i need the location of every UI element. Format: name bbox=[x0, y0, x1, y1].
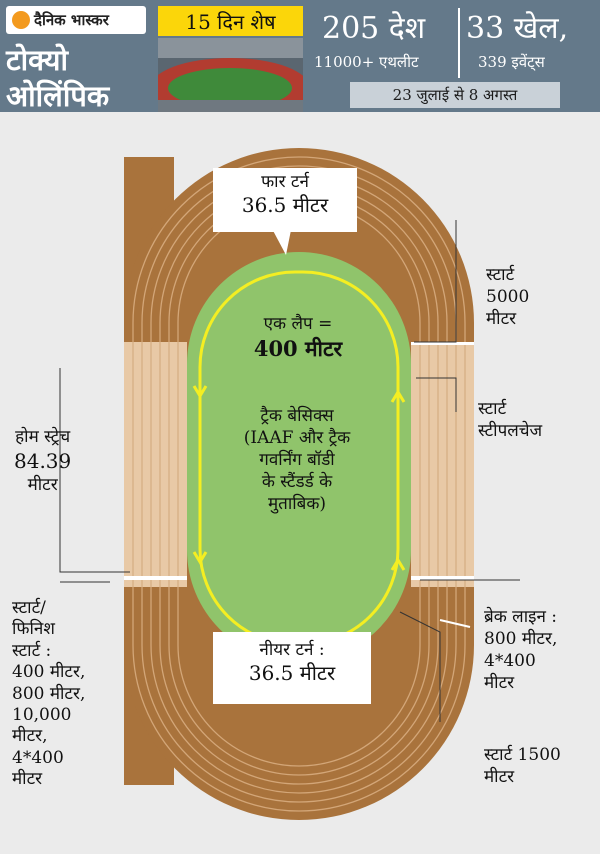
break-line-label: ब्रेक लाइन : 800 मीटर, 4*400 मीटर bbox=[484, 606, 557, 694]
basics-line: (IAAF और ट्रैक bbox=[243, 428, 351, 449]
label-line: स्टार्ट bbox=[486, 265, 515, 285]
start-5000-label: स्टार्ट 5000 मीटर bbox=[486, 264, 529, 330]
label-line: स्टार्ट bbox=[478, 399, 507, 419]
header-divider bbox=[458, 8, 460, 78]
logo-text: दैनिक भास्कर bbox=[34, 11, 109, 29]
track-diagram bbox=[59, 148, 520, 820]
track-basics-text: ट्रैक बेसिक्स (IAAF और ट्रैक गवर्निंग बॉ… bbox=[207, 405, 387, 515]
label-line: मीटर bbox=[484, 767, 515, 788]
back-straight bbox=[411, 342, 474, 587]
athletes-count: 11000+ एथलीट bbox=[314, 53, 419, 71]
sports-count: 33 खेल, bbox=[466, 11, 569, 46]
basics-line: गवर्निंग बॉडी bbox=[259, 450, 335, 471]
home-stretch-label: होम स्ट्रेच 84.39 मीटर bbox=[14, 426, 71, 496]
straight-lane-lines bbox=[132, 342, 466, 587]
far-turn-box: फार टर्न 36.5 मीटर bbox=[213, 168, 357, 232]
label-line: फिनिश bbox=[12, 619, 55, 640]
title-line1: टोक्यो bbox=[6, 43, 68, 77]
label-line: 400 मीटर, bbox=[12, 662, 86, 683]
near-turn-label: नीयर टर्न : bbox=[259, 640, 325, 660]
near-turn-value: 36.5 मीटर bbox=[248, 661, 336, 686]
title-line2: ओलिंपिक bbox=[6, 79, 110, 113]
label-line: 84.39 bbox=[14, 449, 72, 474]
start-finish-label: स्टार्ट/ फिनिश स्टार्ट : 400 मीटर, 800 म… bbox=[12, 598, 85, 791]
countries-count: 205 देश bbox=[322, 11, 426, 46]
brand-logo: दैनिक भास्कर bbox=[6, 6, 146, 34]
label-line: मीटर bbox=[486, 309, 517, 330]
home-straight bbox=[124, 342, 187, 587]
basics-line: मुताबिक) bbox=[267, 494, 327, 515]
label-line: स्टार्ट 1500 bbox=[484, 745, 561, 765]
start-markers bbox=[124, 342, 474, 580]
countdown-badge: 15 दिन शेष bbox=[158, 6, 303, 36]
label-line: होम स्ट्रेच bbox=[15, 427, 71, 447]
far-turn-label: फार टर्न bbox=[261, 172, 309, 192]
far-turn-pointer bbox=[270, 225, 292, 255]
label-line: 800 मीटर, bbox=[484, 629, 558, 650]
label-line: ब्रेक लाइन : bbox=[484, 607, 558, 627]
sun-logo-icon bbox=[12, 11, 30, 29]
header-banner: दैनिक भास्कर टोक्यो ओलिंपिक 15 दिन शेष 2… bbox=[0, 0, 600, 113]
label-line: 4*400 bbox=[484, 651, 536, 672]
far-turn-value: 36.5 मीटर bbox=[241, 193, 329, 218]
lap-value: 400 मीटर bbox=[253, 336, 343, 362]
start-steeplechase-label: स्टार्ट स्टीपलचेज bbox=[478, 398, 542, 442]
basics-line: के स्टैंडर्ड के bbox=[261, 472, 333, 493]
events-count: 339 इवेंट्स bbox=[478, 53, 545, 71]
basics-line: ट्रैक बेसिक्स bbox=[260, 406, 334, 426]
dates-badge: 23 जुलाई से 8 अगस्त bbox=[350, 82, 560, 108]
label-line: मीटर bbox=[12, 769, 43, 790]
label-line: मीटर, bbox=[12, 726, 48, 747]
start-1500-label: स्टार्ट 1500 मीटर bbox=[484, 744, 561, 788]
near-turn-box: नीयर टर्न : 36.5 मीटर bbox=[213, 632, 371, 704]
lap-label: एक लैप = bbox=[263, 314, 333, 334]
label-line: स्टार्ट : bbox=[12, 640, 52, 661]
infield bbox=[187, 252, 411, 662]
label-line: 5000 bbox=[486, 287, 530, 308]
stadium-image bbox=[158, 38, 303, 112]
label-line: 800 मीटर, bbox=[12, 683, 86, 704]
label-line: 4*400 bbox=[12, 747, 64, 768]
lap-text: एक लैप = 400 मीटर bbox=[213, 313, 383, 362]
direction-arrows bbox=[192, 385, 406, 571]
leader-lines bbox=[59, 220, 520, 722]
label-line: स्टीपलचेज bbox=[478, 421, 543, 442]
break-line-pointer bbox=[439, 619, 471, 628]
label-line: स्टार्ट/ bbox=[12, 598, 46, 618]
label-line: मीटर bbox=[27, 475, 58, 496]
label-line: 10,000 bbox=[12, 705, 72, 726]
label-line: मीटर bbox=[484, 673, 515, 694]
